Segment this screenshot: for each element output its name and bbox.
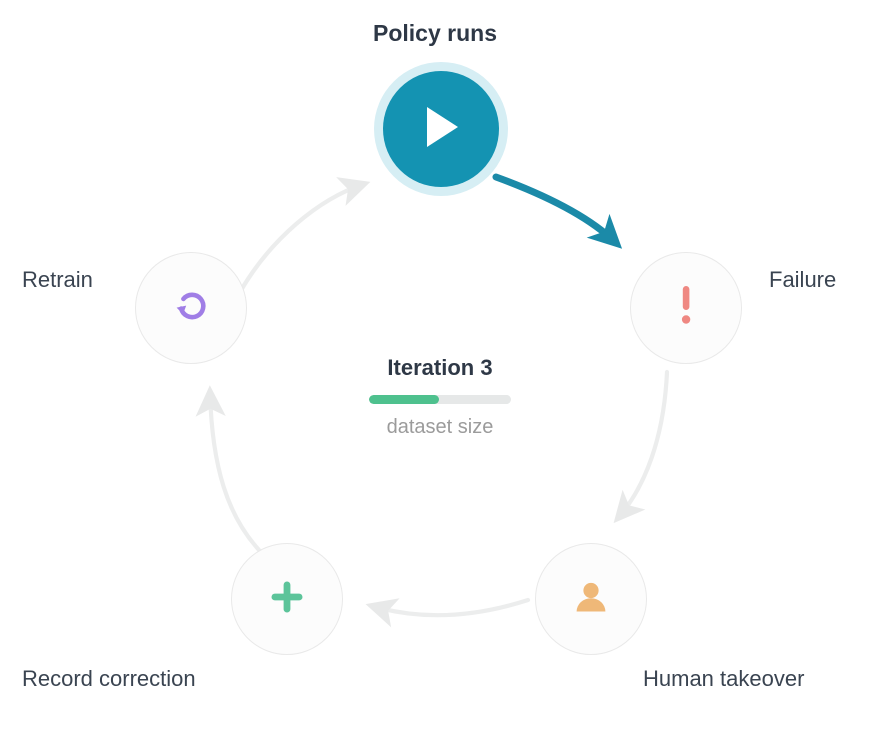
node-failure[interactable] [630,252,742,364]
iteration-panel: Iteration 3 dataset size [310,355,570,439]
edge-policy-to-failure [492,173,623,249]
plus-icon [267,577,307,622]
node-policy-runs[interactable] [383,71,499,187]
node-label-policy-runs: Policy runs [373,20,497,46]
edge-retrain-to-policy [237,177,371,295]
edge-failure-to-human [613,369,670,524]
edge-human-to-record [365,597,531,628]
exclamation-icon [678,283,694,334]
node-label-retrain: Retrain [22,267,93,292]
node-retrain[interactable] [135,252,247,364]
dataset-size-progress-fill [369,395,439,404]
node-record-correction[interactable] [231,543,343,655]
node-human-takeover[interactable] [535,543,647,655]
node-label-human-takeover: Human takeover [643,666,805,691]
person-icon [572,578,610,621]
play-icon [418,102,464,157]
dataset-size-caption: dataset size [386,416,494,438]
edge-record-to-retrain [195,385,262,553]
node-label-record-correction: Record correction [22,666,196,691]
node-label-failure: Failure [769,267,837,292]
refresh-icon [171,286,211,331]
iteration-title: Iteration 3 [387,355,493,380]
dataset-size-progress-bar [369,395,511,404]
